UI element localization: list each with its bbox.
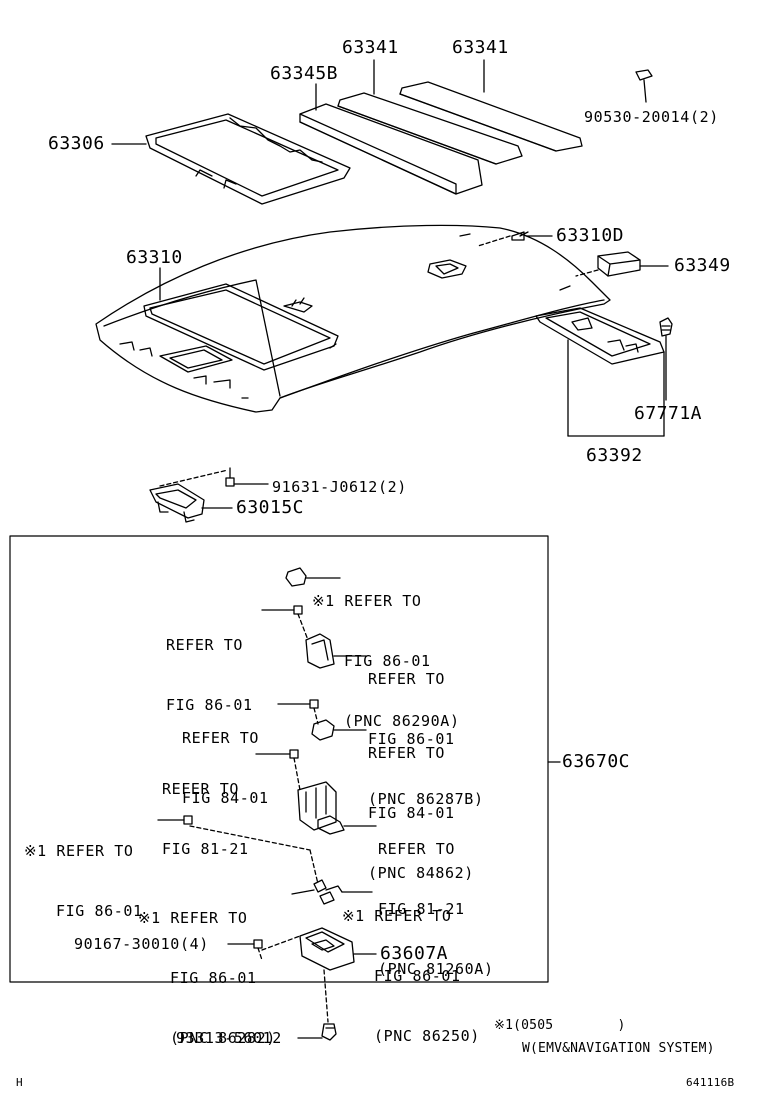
ref-81260A: REFER TO FIG 81-21 (PNC 81260A) <box>378 799 494 1019</box>
screw-91631-icon <box>225 467 269 487</box>
ref-84862-line1: REFER TO <box>368 744 446 762</box>
ref-81-21-screw: REFER TO FIG 81-21 <box>162 739 249 899</box>
ref-86-01-left-line2: FIG 86-01 <box>56 902 143 920</box>
ref-86-01-left: ※1 REFER TO FIG 86-01 <box>24 801 143 961</box>
part-63341-a: 63341 <box>342 37 399 58</box>
ref-84-01-screw-line1: REFER TO <box>182 729 260 747</box>
part-90530: 90530-20014(2) <box>584 108 719 126</box>
ref-81-21-screw-line2: FIG 81-21 <box>162 840 249 858</box>
ref-86-01-screw-line2: FIG 86-01 <box>166 696 253 714</box>
ref-86290A-line2: FIG 86-01 <box>344 652 431 670</box>
pad-63345B <box>299 103 483 195</box>
ref-81260A-line3: (PNC 81260A) <box>378 960 494 978</box>
ref-86250-line3: (PNC 86250) <box>374 1027 480 1045</box>
ref-81260A-line2: FIG 81-21 <box>378 900 465 918</box>
console-assembly-frame <box>9 535 549 983</box>
rear-trim-63392 <box>535 307 665 437</box>
ref-86282-line2: FIG 86-01 <box>170 969 257 987</box>
ref-84-01-screw-line2: FIG 84-01 <box>182 789 269 807</box>
label-leaders <box>111 59 485 301</box>
part-63310: 63310 <box>126 247 183 268</box>
ref-86-01-screw: REFER TO FIG 86-01 <box>166 595 253 755</box>
ref-86287B-line2: FIG 86-01 <box>368 730 455 748</box>
part-63310D: 63310D <box>556 225 625 246</box>
ref-86290A: ※1 REFER TO FIG 86-01 (PNC 86290A) <box>312 551 460 771</box>
clip-63310D-icon <box>477 231 553 247</box>
clip-67771A-icon <box>659 317 673 401</box>
bolt-93313-icon <box>297 969 337 1041</box>
part-63349: 63349 <box>674 255 731 276</box>
ref-86282-line3: (PNC 86282) <box>170 1029 276 1047</box>
figure-id: 641116B <box>686 1076 735 1089</box>
part-63345B: 63345B <box>270 63 339 84</box>
ref-86287B: REFER TO FIG 86-01 (PNC 86287B) <box>368 629 484 849</box>
part-90167: 90167-30010(4) <box>74 935 209 953</box>
part-63015C: 63015C <box>236 497 305 518</box>
ref-86290A-line3: (PNC 86290A) <box>344 712 460 730</box>
ref-86-01-screw-line1: REFER TO <box>166 636 244 654</box>
ref-86-01-left-line1: ※1 REFER TO <box>24 842 134 860</box>
bracket-63015C <box>149 469 233 523</box>
footnote-date-range: ※1(0505 ) <box>494 1018 626 1033</box>
ref-86287B-line1: REFER TO <box>368 670 446 688</box>
ref-84-01-screw: REFER TO FIG 84-01 <box>182 688 269 848</box>
part-63392: 63392 <box>586 445 643 466</box>
pad-63349 <box>575 251 669 277</box>
ref-86250-line1: ※1 REFER TO <box>342 907 452 925</box>
ref-86282: ※1 REFER TO FIG 86-01 (PNC 86282) <box>138 868 276 1088</box>
part-63306: 63306 <box>48 133 105 154</box>
part-67771A: 67771A <box>634 403 703 424</box>
ref-86250: ※1 REFER TO FIG 86-01 (PNC 86250) <box>342 866 480 1086</box>
part-63341-b: 63341 <box>452 37 509 58</box>
ref-81-21-screw-line1: REFER TO <box>162 780 240 798</box>
ref-81260A-line1: REFER TO <box>378 840 456 858</box>
sunshade-frame-63306 <box>145 113 351 205</box>
ref-84862: REFER TO FIG 84-01 (PNC 84862) <box>368 703 474 923</box>
part-63607A: 63607A <box>380 943 449 964</box>
pad-63341-left <box>337 92 523 165</box>
console-subparts <box>157 567 377 971</box>
ref-84862-line2: FIG 84-01 <box>368 804 455 822</box>
ref-86290A-line1: ※1 REFER TO <box>312 592 422 610</box>
part-91631: 91631-J0612(2) <box>272 478 407 496</box>
clip-90530-icon <box>635 69 653 103</box>
part-93313: 93313-56012 <box>176 1029 282 1047</box>
footnote-condition: W(EMV&NAVIGATION SYSTEM) <box>522 1041 715 1056</box>
ref-86282-line1: ※1 REFER TO <box>138 909 248 927</box>
headliner-63310 <box>95 224 611 413</box>
footer-left-code: H <box>16 1076 23 1089</box>
ref-84862-line3: (PNC 84862) <box>368 864 474 882</box>
part-63670C: 63670C <box>562 751 631 772</box>
ref-86250-line2: FIG 86-01 <box>374 967 461 985</box>
pad-63341-right <box>399 81 583 152</box>
ref-86287B-line3: (PNC 86287B) <box>368 790 484 808</box>
